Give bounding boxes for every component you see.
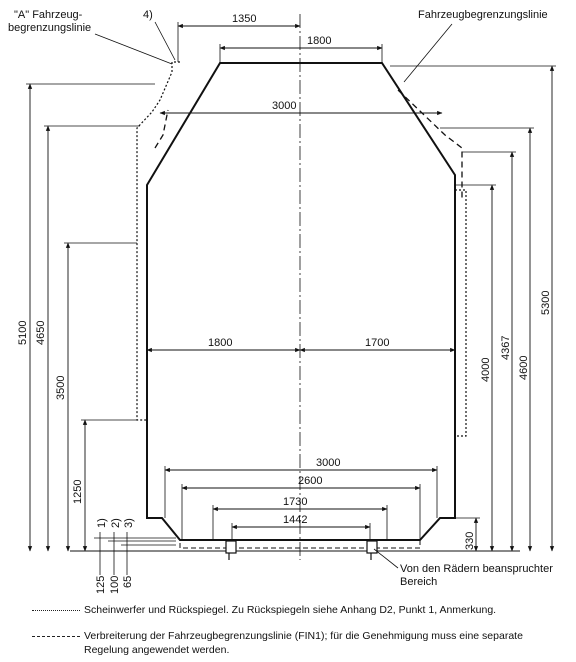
leader-a-line [94, 33, 173, 65]
dotted-outline-right [455, 189, 467, 437]
leader-gauge-line [403, 23, 453, 83]
note-2: 2) [110, 518, 122, 528]
dim-1442: 1442 [283, 514, 307, 526]
gauge-outline [146, 62, 456, 541]
dashed-line-symbol [32, 636, 80, 637]
dim-4600: 4600 [518, 356, 530, 380]
dim-4650: 4650 [35, 321, 47, 345]
dim-100: 100 [109, 576, 121, 594]
dim-330: 330 [464, 532, 476, 550]
rail-left [225, 540, 237, 554]
widening-outline [154, 89, 463, 200]
leader-note-4 [154, 21, 176, 61]
legend-dotted-text: Scheinwerfer und Rückspiegel. Zu Rückspi… [84, 604, 497, 616]
dim-5300: 5300 [540, 291, 552, 315]
leader-wheel-area [373, 548, 399, 569]
label-note-4: 4) [143, 9, 153, 21]
dim-4000: 4000 [480, 358, 492, 382]
dim-3500: 3500 [55, 376, 67, 400]
note-3: 3) [123, 518, 135, 528]
note-1: 1) [96, 518, 108, 528]
dim-1350: 1350 [232, 13, 256, 25]
dim-1250: 1250 [72, 480, 84, 504]
legend-dotted: Scheinwerfer und Rückspiegel. Zu Rückspi… [32, 603, 552, 617]
dim-1700-right: 1700 [365, 337, 389, 349]
label-wheel-area-1: Von den Rädern beanspruchter [400, 563, 553, 575]
dim-1800-top: 1800 [307, 35, 331, 47]
dim-5100: 5100 [17, 321, 29, 345]
dim-1730: 1730 [283, 496, 307, 508]
label-a-line-1: "A" Fahrzeug- [14, 9, 83, 21]
label-gauge-line: Fahrzeugbegrenzungslinie [418, 9, 548, 21]
dim-3000-bottom: 3000 [316, 457, 340, 469]
dim-4367: 4367 [500, 336, 512, 360]
dim-125: 125 [95, 576, 107, 594]
label-wheel-area-2: Bereich [400, 576, 437, 588]
label-a-line-2: begrenzungslinie [8, 22, 91, 34]
dim-2600: 2600 [298, 475, 322, 487]
dim-65: 65 [122, 576, 134, 588]
legend-dashed: Verbreiterung der Fahrzeugbegrenzungslin… [32, 629, 552, 657]
dim-3000-top: 3000 [272, 100, 296, 112]
legend-dashed-text: Verbreiterung der Fahrzeugbegrenzungslin… [84, 630, 523, 656]
rail-right [366, 540, 378, 554]
dotted-line-symbol [32, 610, 80, 611]
dotted-outline-left [136, 61, 180, 421]
dim-1800-left: 1800 [208, 337, 232, 349]
rail-area [179, 539, 421, 549]
gauge-diagram: 1350 1800 3000 1800 1700 3000 2600 1730 … [8, 9, 556, 594]
